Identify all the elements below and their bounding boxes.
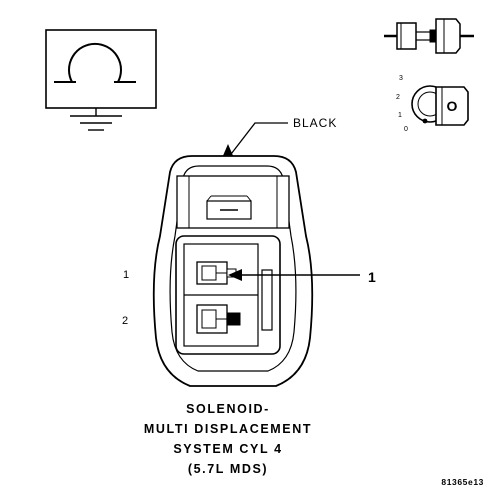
ground-symbol-icon [70, 108, 122, 131]
key-position-label: 0 [404, 126, 408, 133]
wire-color-label: BLACK [293, 116, 337, 130]
ignition-key-icon: 3 2 1 0 O [396, 75, 469, 133]
key-position-label: 2 [396, 94, 400, 101]
callout-number: 1 [368, 269, 376, 285]
terminal-cavity-2 [196, 304, 241, 334]
terminal-cavity-1 [196, 261, 237, 285]
title-line: SOLENOID- [186, 402, 270, 416]
wire-color-callout: BLACK [222, 116, 337, 159]
key-face-label: O [447, 98, 458, 114]
pin-label-1: 1 [123, 269, 129, 281]
title-line: SYSTEM CYL 4 [173, 442, 282, 456]
key-position-label: 3 [399, 75, 403, 82]
title-line: (5.7L MDS) [188, 462, 268, 476]
pin-label-2: 2 [122, 315, 128, 327]
figure-id: 81365e13 [441, 477, 484, 487]
ohmmeter-icon [45, 29, 157, 109]
title-line: MULTI DISPLACEMENT [144, 422, 312, 436]
latch-tab [206, 195, 252, 220]
key-position-label: 1 [398, 112, 402, 119]
component-title: SOLENOID- MULTI DISPLACEMENT SYSTEM CYL … [144, 402, 312, 476]
disconnect-connector-icon [384, 18, 474, 54]
terminal-callout: 1 [228, 269, 376, 285]
